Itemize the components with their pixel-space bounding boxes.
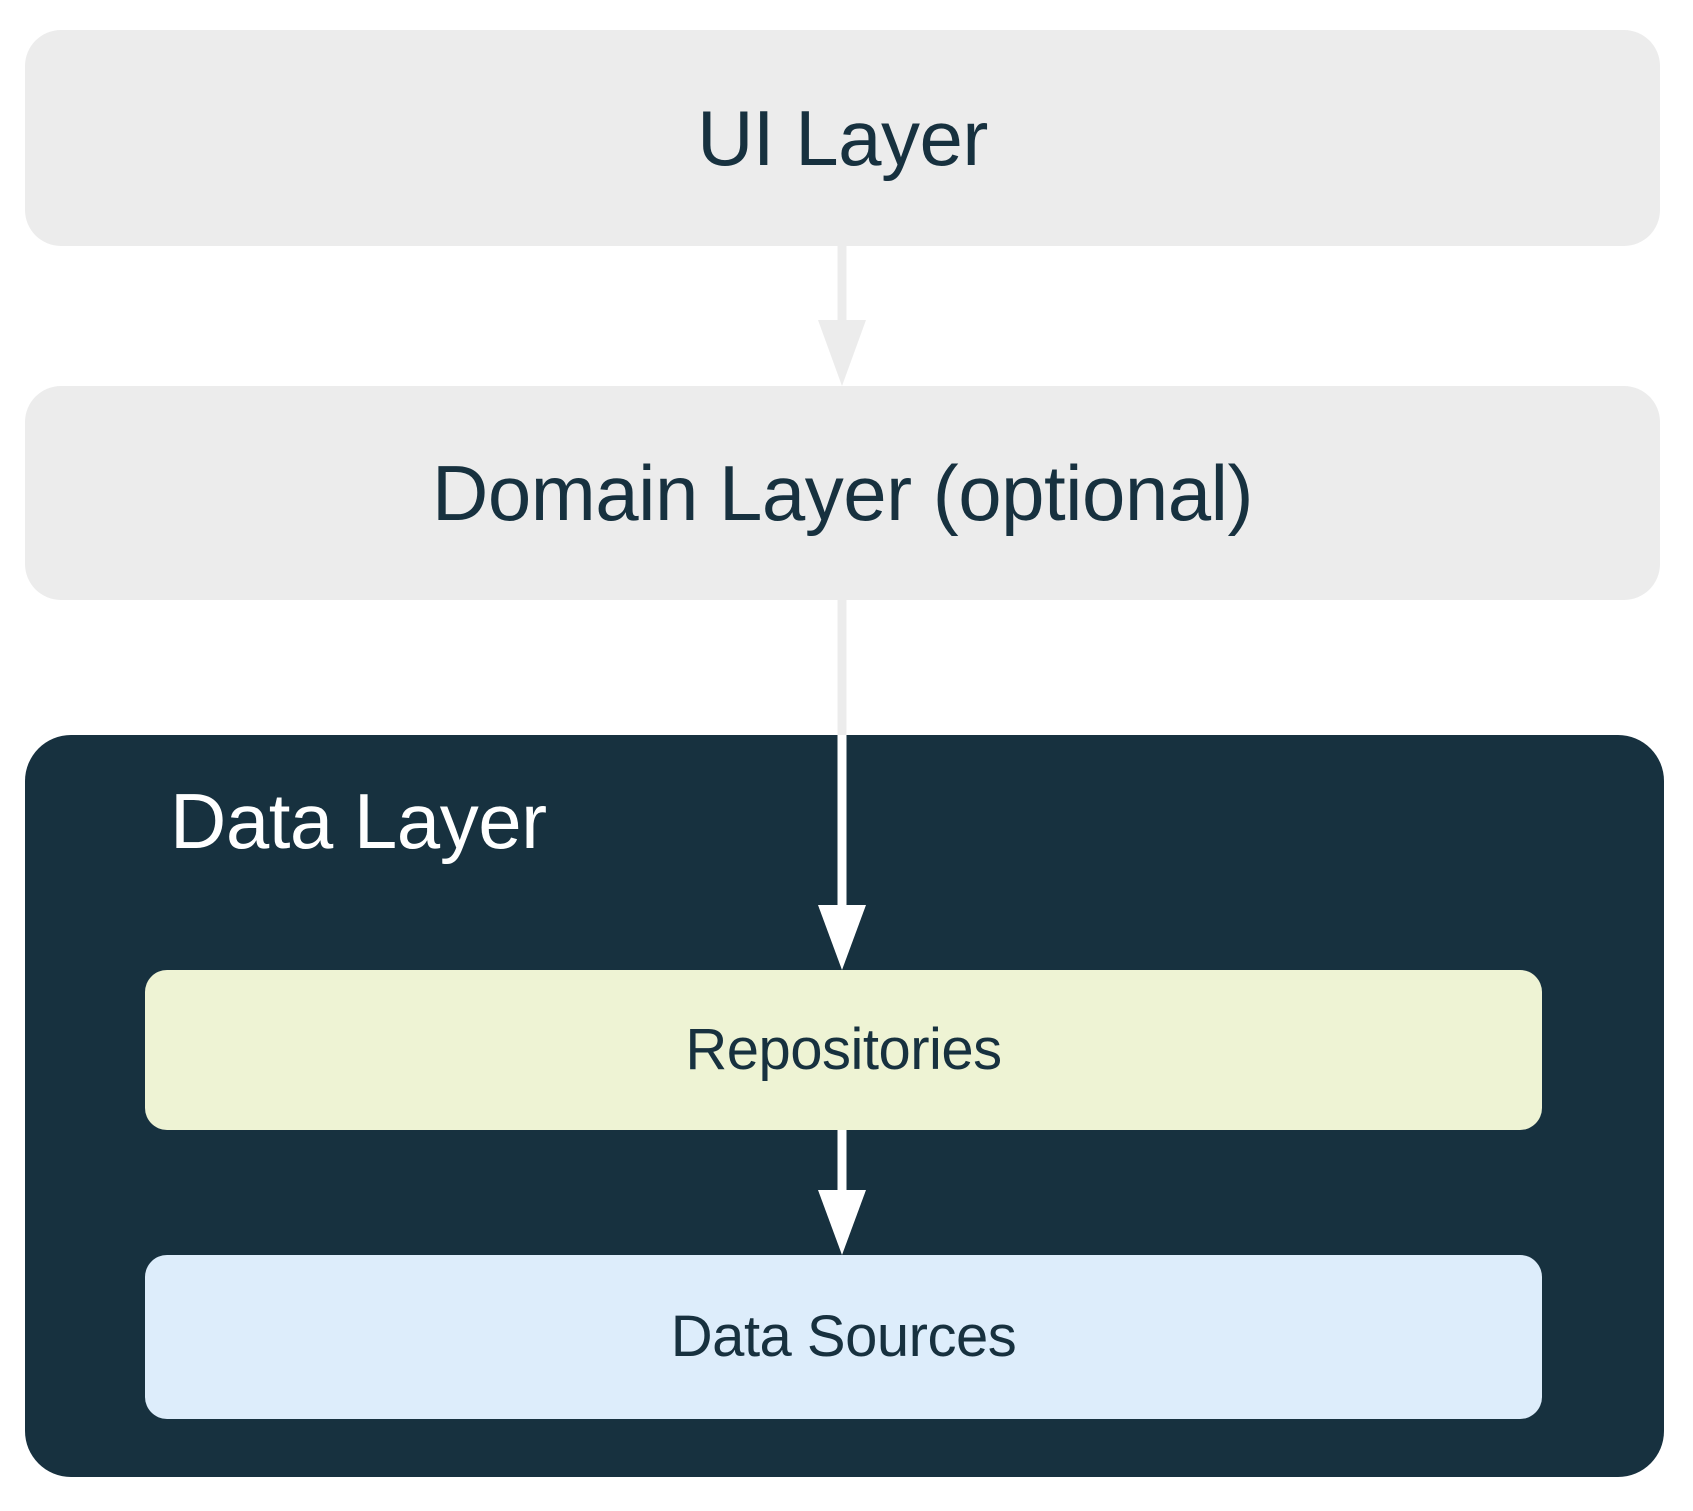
domain-layer-label: Domain Layer (optional) <box>432 449 1253 537</box>
data-sources-label: Data Sources <box>670 1304 1017 1369</box>
arrow-domain-to-repositories-upper-icon <box>818 600 866 735</box>
repositories-label: Repositories <box>685 1017 1002 1082</box>
ui-layer-box[interactable]: UI Layer <box>25 30 1660 246</box>
domain-layer-box[interactable]: Domain Layer (optional) <box>25 386 1660 600</box>
data-layer-label: Data Layer <box>170 777 547 865</box>
repositories-box[interactable]: Repositories <box>145 970 1542 1130</box>
arrow-ui-to-domain-icon <box>818 246 866 386</box>
arrow-shaft <box>837 600 847 735</box>
arrow-shaft <box>837 246 847 324</box>
data-sources-box[interactable]: Data Sources <box>145 1255 1542 1419</box>
ui-layer-label: UI Layer <box>697 94 988 182</box>
arrow-head <box>818 320 866 386</box>
